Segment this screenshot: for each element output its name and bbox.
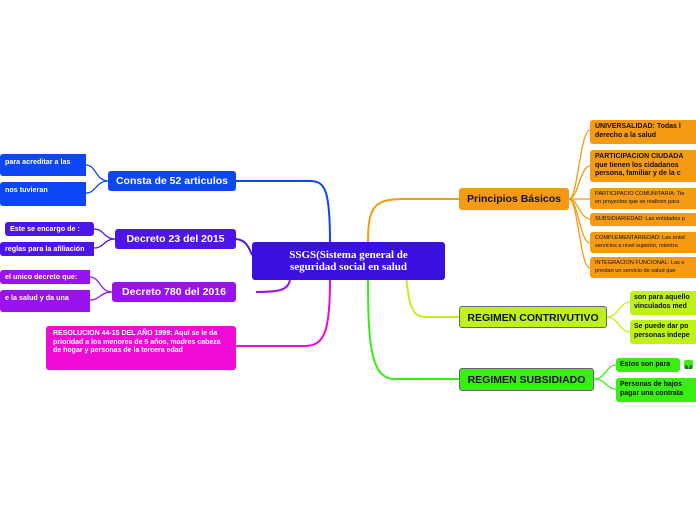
principio-universalidad-line2: derecho a la salud (595, 131, 657, 139)
principio-universalidad-line1: UNIVERSALIDAD: Todas l (595, 123, 681, 130)
subtopic-articulos-1[interactable]: para acreditar a las (0, 154, 86, 176)
topic-regimen-subsidiado[interactable]: REGIMEN SUBSIDIADO (459, 368, 594, 391)
subtopic-decreto-2015-1[interactable]: Este se encargo de : (5, 222, 94, 236)
principio-participacion-ciudadana-line1: PARTICIPACION CIUDADA (595, 153, 684, 160)
contributivo-item-1[interactable]: son para aquello vinculados med (630, 291, 696, 315)
topic-regimen-contributivo[interactable]: REGIMEN CONTRIVUTIVO (459, 306, 607, 328)
subtopic-decreto-2016-1[interactable]: el unico decreto que: (0, 270, 90, 284)
topic-principios-basicos[interactable]: Principios Básicos (459, 188, 569, 210)
topic-decreto-2015[interactable]: Decreto 23 del 2015 (115, 229, 236, 249)
principio-participacion-ciudadana-line2: que tienen los cidadanos (595, 161, 679, 169)
principio-integracion-funcional[interactable]: INTEGRACION FUNCIONAL: Las e prestan un … (590, 257, 696, 278)
subsidiado-item-1-text: Estos son para (620, 361, 671, 368)
principio-integracion-funcional-line1: INTEGRACION FUNCIONAL: Las e (595, 260, 685, 266)
principio-complementariedad-line1: COMPLEMENTARIEDAD: Las entid (595, 235, 685, 241)
principio-participacion-comunitaria-line1: PARTICIPACIO COMUNITARIA: Tie (595, 191, 685, 197)
contributivo-item-2-line1: Se puede dar po (634, 323, 689, 330)
question-icon: ? (685, 365, 692, 369)
topic-resolucion[interactable]: RESOLUCION 44-15 DEL AÑO 1999: Aqui se l… (46, 326, 236, 370)
subsidiado-item-2-line1: Personas de bajos (620, 381, 682, 388)
principio-complementariedad-line2: servicios a nivel superior, mientra (595, 242, 678, 249)
contributivo-item-2-line2: personas indepe (634, 331, 690, 339)
help-icon[interactable]: ? (684, 360, 693, 369)
topic-articulos[interactable]: Consta de 52 articulos (108, 171, 236, 191)
contributivo-item-1-line2: vinculados med (634, 302, 687, 310)
contributivo-item-2[interactable]: Se puede dar po personas indepe (630, 320, 696, 344)
subtopic-decreto-2015-2[interactable]: reglas para la afiliación (0, 242, 94, 256)
principio-complementariedad[interactable]: COMPLEMENTARIEDAD: Las entid servicios a… (590, 232, 696, 253)
topic-decreto-2016[interactable]: Decreto 780 del 2016 (112, 282, 236, 302)
principio-participacion-ciudadana[interactable]: PARTICIPACION CIUDADA que tienen los cid… (590, 150, 696, 182)
central-topic[interactable]: SSGS(Sistema general de seguridad social… (252, 242, 445, 280)
principio-participacion-comunitaria-line2: en proyectos que se realicen para (595, 198, 680, 205)
subsidiado-item-1[interactable]: Estos son para (616, 358, 680, 372)
contributivo-item-1-line1: son para aquello (634, 294, 690, 301)
subsidiado-item-2-line2: pagar una contrata (620, 389, 684, 397)
principio-participacion-comunitaria[interactable]: PARTICIPACIO COMUNITARIA: Tie en proyect… (590, 188, 696, 209)
subtopic-decreto-2016-2[interactable]: e la salud y da una (0, 290, 90, 312)
principio-integracion-funcional-line2: prestan un servicio de salud que (595, 267, 676, 274)
subtopic-articulos-2[interactable]: nos tuvieran (0, 182, 86, 206)
principio-subsidiariedad[interactable]: SUBSIDIARIEDAD: Las entidades p (590, 213, 696, 226)
principio-universalidad[interactable]: UNIVERSALIDAD: Todas l derecho a la salu… (590, 120, 696, 144)
subsidiado-item-2[interactable]: Personas de bajos pagar una contrata (616, 378, 696, 402)
principio-participacion-ciudadana-line3: persona, familiar y de la c (595, 170, 681, 177)
